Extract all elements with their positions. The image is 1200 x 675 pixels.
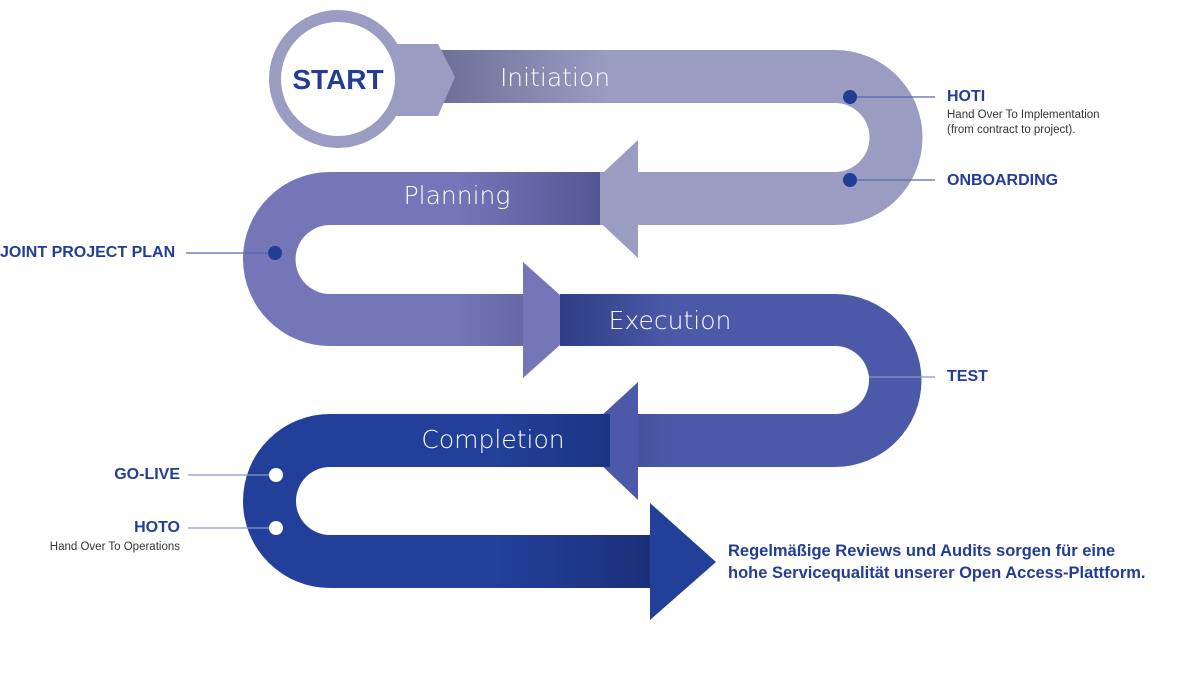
milestone-label-hoti: HOTI xyxy=(947,88,986,105)
milestone-dot-go-live xyxy=(269,468,283,482)
footer-line-2: hohe Servicequalität unserer Open Access… xyxy=(728,564,1146,582)
footer-line-1: Regelmäßige Reviews und Audits sorgen fü… xyxy=(728,542,1116,560)
milestone-label-onboarding: ONBOARDING xyxy=(947,172,1059,189)
milestone-desc-hoti-line1: Hand Over To Implementation xyxy=(947,109,1100,121)
phase-completion-band xyxy=(243,414,716,620)
milestone-dot-hoti xyxy=(843,90,857,104)
arrow-head-initiation xyxy=(575,140,638,258)
milestone-label-joint-project-plan: JOINT PROJECT PLAN xyxy=(0,244,176,261)
milestone-label-hoto: HOTO xyxy=(134,519,180,536)
milestone-desc-hoto: Hand Over To Operations xyxy=(49,541,180,553)
phase-label-initiation: Initiation xyxy=(500,63,610,92)
phase-label-execution: Execution xyxy=(609,306,732,335)
milestone-label-test: TEST xyxy=(947,368,988,385)
milestone-dot-joint-project-plan xyxy=(268,246,282,260)
start-circle xyxy=(269,10,407,148)
start-label: START xyxy=(292,64,383,95)
milestone-desc-hoti-line2: (from contract to project). xyxy=(947,124,1076,136)
arrow-head-planning xyxy=(523,262,588,378)
milestone-dot-onboarding xyxy=(843,173,857,187)
milestone-dot-test xyxy=(855,370,869,384)
arrow-head-final xyxy=(650,503,716,620)
phase-label-planning: Planning xyxy=(404,181,511,210)
phase-label-completion: Completion xyxy=(421,425,564,454)
footer-note: Regelmäßige Reviews und Audits sorgen fü… xyxy=(728,540,1146,584)
milestone-label-go-live: GO-LIVE xyxy=(114,466,180,483)
phase-planning-band xyxy=(243,172,600,378)
phase-initiation-band xyxy=(440,50,923,258)
milestone-dot-hoto xyxy=(269,521,283,535)
